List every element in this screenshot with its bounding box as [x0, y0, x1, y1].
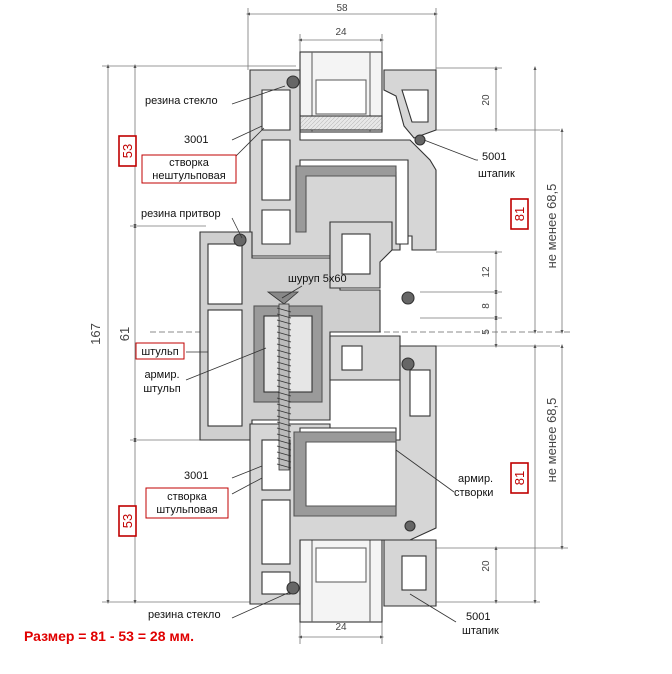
- sash-reinforcement: [293, 431, 397, 517]
- dim-5: 5: [481, 329, 492, 335]
- dim-12: 12: [481, 266, 492, 278]
- dim-20-bottom: 20: [481, 560, 492, 572]
- label-mullion: штульп: [141, 346, 178, 358]
- label-rubber-glass-top: резина стекло: [145, 95, 218, 107]
- gasket-glass-bottom: [286, 581, 300, 595]
- size-formula: Размер = 81 - 53 = 28 мм.: [24, 628, 194, 644]
- dim-lower-sash: 53: [120, 514, 135, 528]
- dim-20-top: 20: [481, 94, 492, 106]
- label-reinf-mullion-1: армир.: [144, 369, 179, 381]
- dim-min-top: не менее 68,5: [544, 184, 559, 269]
- label-code-3001-bottom: 3001: [184, 470, 208, 482]
- highlight-dimensions: 53 53 81 81: [118, 135, 529, 537]
- dim-mid-height: 61: [117, 327, 132, 341]
- profile-section: [199, 51, 437, 623]
- label-sash-non-mullion-1: створка: [169, 157, 210, 169]
- dim-overall-width: 58: [336, 3, 348, 14]
- label-reinf-sash-1: армир.: [458, 473, 493, 485]
- label-reinf-mullion-2: штульп: [143, 383, 180, 395]
- callout-labels: резина стекло 3001 створка нештульповая …: [135, 95, 515, 637]
- label-sash-mullion-2: штульповая: [156, 504, 217, 516]
- leader-lines: [185, 85, 478, 623]
- dim-8: 8: [481, 303, 492, 309]
- label-rubber-glass-bottom: резина стекло: [148, 609, 221, 621]
- dim-total-height: 167: [88, 323, 103, 345]
- label-bead-top: штапик: [478, 168, 515, 180]
- label-bead-bottom: штапик: [462, 625, 499, 637]
- dim-sash-top: 81: [512, 207, 527, 221]
- label-code-5001-bottom: 5001: [466, 611, 490, 623]
- gasket-rebate: [233, 233, 247, 247]
- dim-sash-bottom: 81: [512, 471, 527, 485]
- label-code-3001-top: 3001: [184, 134, 208, 146]
- label-code-5001-top: 5001: [482, 151, 506, 163]
- gasket-glass-top: [286, 75, 300, 89]
- label-rubber-rebate: резина притвор: [141, 208, 221, 220]
- dimension-text: 58 24 24 167 61 20 12 8 5 20 не менее 68…: [88, 3, 559, 633]
- dim-glass-top: 24: [335, 27, 347, 38]
- label-sash-mullion-1: створка: [167, 491, 208, 503]
- screw: [266, 291, 300, 471]
- label-screw: шуруп 5х60: [288, 273, 347, 285]
- label-sash-non-mullion-2: нештульповая: [152, 170, 225, 182]
- dim-min-bottom: не менее 68,5: [544, 398, 559, 483]
- dim-glass-bottom: 24: [335, 622, 347, 633]
- label-reinf-sash-2: створки: [454, 487, 493, 499]
- dim-upper-sash: 53: [120, 144, 135, 158]
